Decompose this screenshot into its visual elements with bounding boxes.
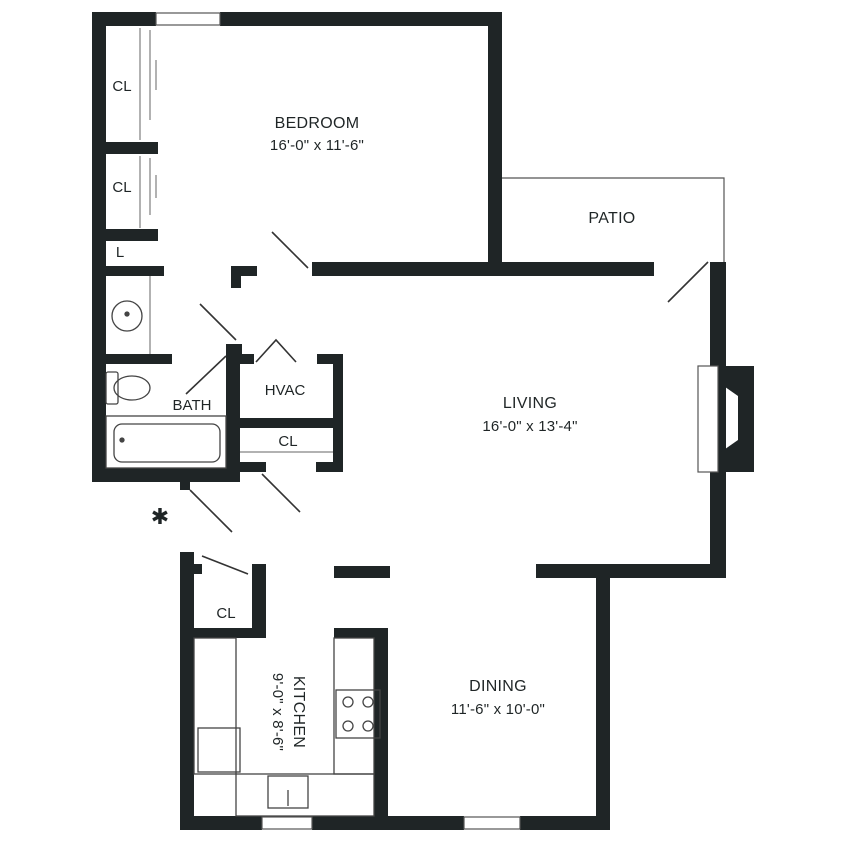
bath-door — [199, 303, 237, 341]
wall — [236, 418, 343, 428]
wall — [334, 628, 388, 638]
wall — [333, 354, 343, 470]
wall — [488, 12, 502, 274]
closet-rods — [139, 28, 333, 453]
wall — [520, 816, 610, 830]
toilet-icon — [113, 375, 151, 401]
wall — [236, 354, 254, 364]
wall — [226, 344, 242, 356]
wall — [317, 354, 343, 364]
kitchen-closet-label: CL — [216, 605, 236, 622]
doors — [185, 231, 709, 575]
stove-icon — [335, 689, 381, 739]
patio-label: PATIO — [588, 210, 636, 227]
living-dims: 16'-0" x 13'-4" — [482, 418, 578, 435]
kitchen-closet-door — [201, 555, 249, 575]
wall — [92, 468, 232, 482]
fixtures — [105, 300, 381, 817]
wall — [106, 229, 158, 241]
counter — [193, 637, 237, 775]
wall — [180, 552, 194, 830]
bath-label: BATH — [172, 397, 212, 414]
wall — [194, 564, 202, 574]
kitchen-label: KITCHEN — [290, 675, 307, 749]
counter — [333, 637, 375, 775]
hvac-door — [255, 338, 297, 363]
wall — [106, 266, 164, 276]
wall — [180, 816, 262, 830]
living-label: LIVING — [502, 395, 558, 412]
window — [463, 816, 521, 830]
wall — [92, 12, 156, 26]
wall — [596, 564, 610, 830]
entry-marker-icon: ✱ — [150, 505, 170, 530]
bedroom-label: BEDROOM — [274, 115, 360, 132]
wall — [106, 142, 158, 154]
wall — [220, 12, 502, 26]
fireplace — [718, 366, 754, 472]
wall — [231, 266, 257, 276]
wall — [180, 468, 190, 490]
wall — [92, 12, 106, 482]
wall — [106, 354, 172, 364]
dining-label: DINING — [469, 678, 527, 695]
wall — [236, 462, 266, 472]
sink-icon — [111, 300, 143, 332]
window — [155, 12, 221, 26]
wall — [180, 552, 194, 556]
dining-dims: 11'-6" x 10'-0" — [450, 701, 546, 718]
hall-closet-label: CL — [278, 433, 298, 450]
wall — [312, 262, 654, 276]
wall — [316, 462, 343, 472]
patio-door — [667, 261, 709, 303]
kitchen-dims: 9'-0" x 8'-6" — [269, 672, 286, 752]
wall — [252, 564, 266, 638]
closet-bedroom-1-label: CL — [112, 78, 132, 95]
wall — [194, 628, 266, 638]
wall — [334, 566, 390, 578]
kitchen-sink-icon — [267, 775, 309, 809]
bathtub-icon — [105, 415, 227, 469]
bath-door-2 — [185, 355, 227, 395]
bedroom-door — [271, 231, 309, 269]
window — [261, 816, 313, 830]
wall — [231, 266, 241, 288]
hvac-label: HVAC — [264, 382, 306, 399]
windows — [155, 12, 719, 830]
closet-bedroom-2-label: CL — [112, 179, 132, 196]
wall — [226, 344, 240, 482]
counter — [235, 773, 375, 817]
fridge-icon — [197, 727, 241, 773]
window — [697, 365, 719, 473]
entry-door — [189, 489, 233, 533]
closet-door — [261, 473, 301, 513]
bedroom-dims: 16'-0" x 11'-6" — [269, 137, 365, 154]
wall — [536, 564, 726, 578]
patio-outline — [502, 177, 725, 262]
toilet-tank-icon — [105, 371, 119, 405]
wall — [374, 628, 388, 830]
walls — [92, 12, 754, 830]
linen-closet-label: L — [115, 244, 125, 261]
